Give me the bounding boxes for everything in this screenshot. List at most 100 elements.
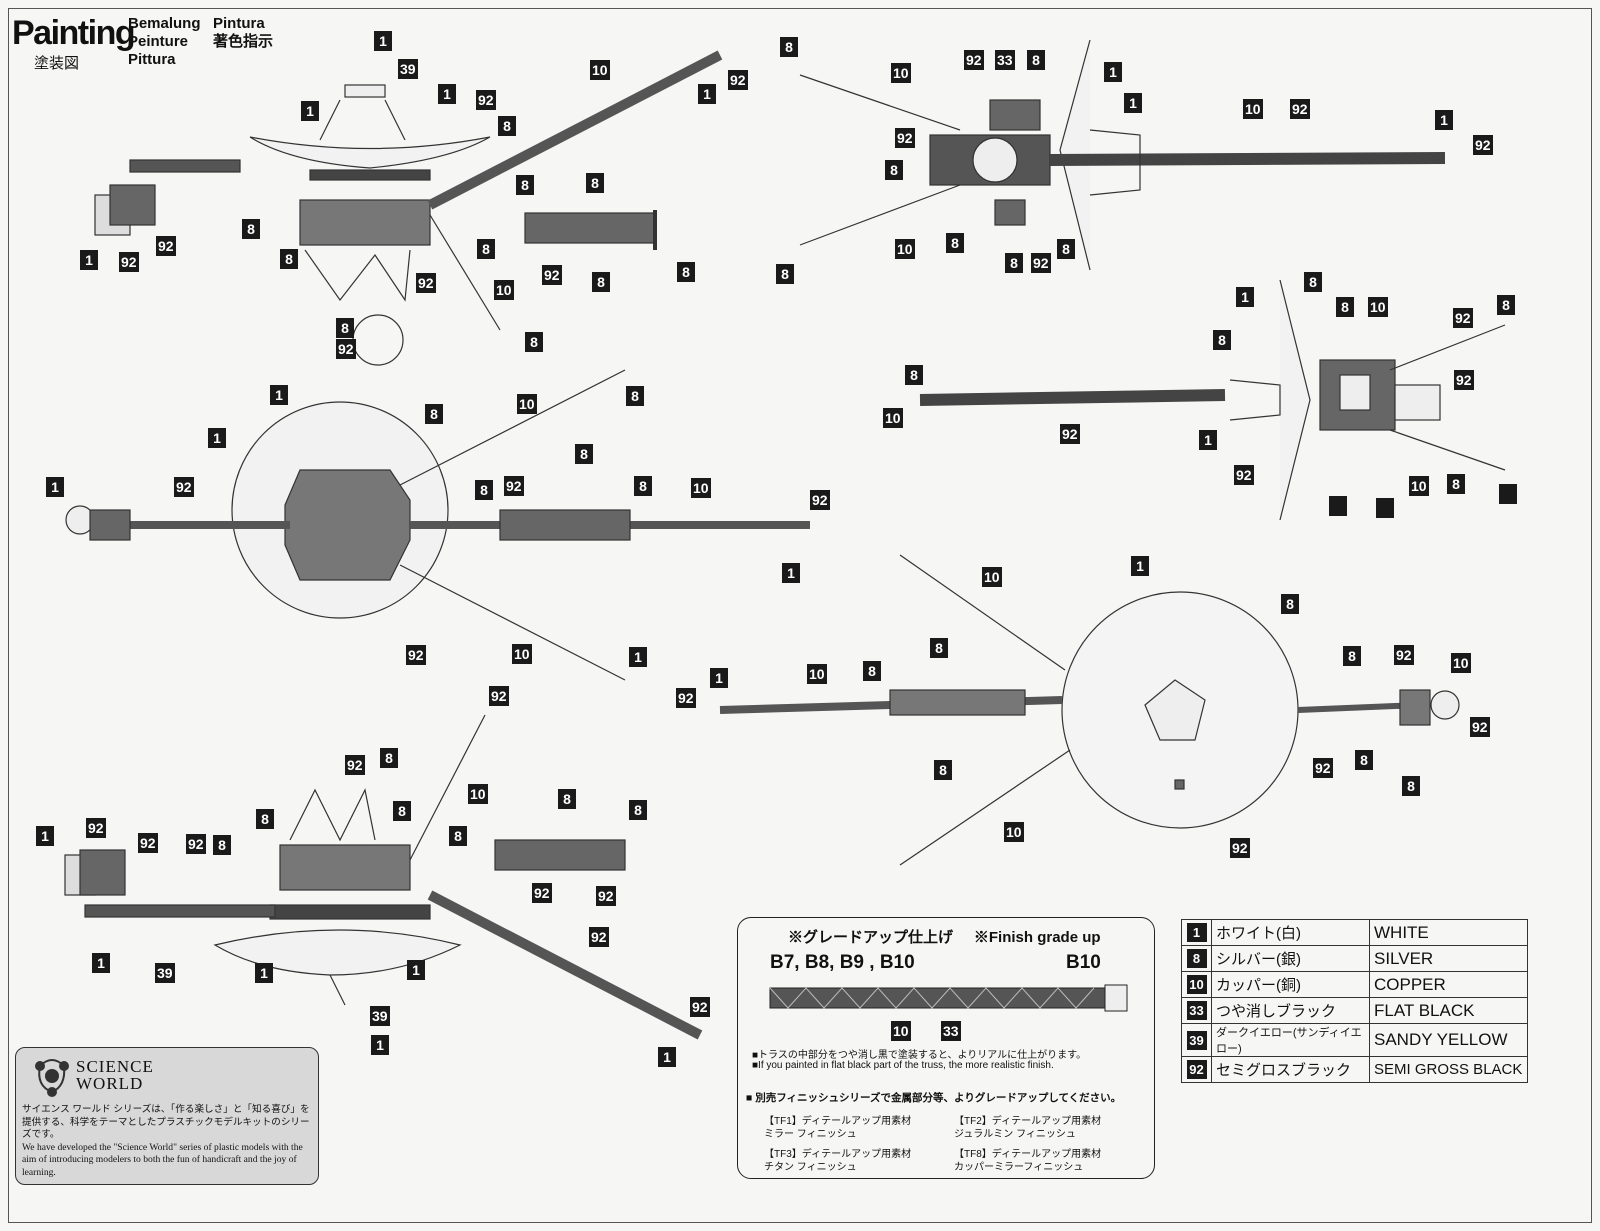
callout-tag: 8 [1343,646,1361,666]
instruction-sheet-border [8,8,1592,1223]
finish-grade-left-label: B7, B8, B9 , B10 [770,952,915,973]
callout-tag: 1 [36,826,54,846]
callout-tag: 10 [1368,297,1388,317]
callout-tag: 92 [345,755,365,775]
callout-tag: 92 [86,818,106,838]
callout-tag: 8 [336,318,354,338]
callout-tag: 1 [1104,62,1122,82]
callout-tag: 8 [575,444,593,464]
callout-tag: 8 [592,272,610,292]
truss-tag-flat-black: 33 [941,1021,961,1041]
callout-tag: 10 [1243,99,1263,119]
callout-tag: 92 [1290,99,1310,119]
callout-tag: 92 [1454,370,1474,390]
front-view-lower-right [719,554,1460,866]
callout-tag: 10 [691,478,711,498]
callout-tag: 92 [1473,135,1493,155]
callout-tag: 92 [156,236,176,256]
callout-tag: 10 [895,239,915,259]
science-world-description: サイエンス ワールド シリーズは、「作る楽しさ」と「知る喜び」を提供する、科学を… [22,1104,316,1180]
color-legend-table: 1 ホワイト(白) WHITE 8 シルバー(銀) SILVER 10 カッパー… [1181,919,1528,1083]
callout-tag: 92 [532,883,552,903]
callout-tag: 1 [371,1035,389,1055]
legend-number: 1 [1186,923,1207,942]
callout-tag: 8 [1402,776,1420,796]
legend-row: 33 つや消しブラック FLAT BLACK [1181,997,1528,1024]
legend-row: 39 ダークイエロー(サンディイエロー) SANDY YELLOW [1181,1023,1528,1057]
callout-tag: 1 [92,953,110,973]
legend-row: 1 ホワイト(白) WHITE [1181,919,1528,946]
callout-tag: 8 [1213,330,1231,350]
callout-tag: 10 [512,644,532,664]
callout-tag: 1 [1435,110,1453,130]
callout-tag: 8 [780,37,798,57]
finish-grade-box: ※グレードアップ仕上げ ※Finish grade up B7, B8, B9 … [737,917,1155,1179]
callout-tag: 10 [517,394,537,414]
tf2-item: 【TF2】ディテールアップ用素材 ジュラルミン フィニッシュ [954,1116,1102,1140]
legend-name-en: SEMI GROSS BLACK [1369,1056,1528,1083]
callout-tag: 33 [995,50,1015,70]
callout-tag: 10 [807,664,827,684]
callout-tag: 8 [1355,750,1373,770]
callout-tag: 1 [438,84,456,104]
legend-name-jp: ダークイエロー(サンディイエロー) [1211,1023,1370,1057]
callout-tag: 10 [982,567,1002,587]
legend-number: 33 [1186,1001,1207,1020]
callout-tag: 8 [629,800,647,820]
callout-tag: 92 [1230,838,1250,858]
truss-tag-copper: 10 [891,1021,911,1041]
finish-grade-heading: ※グレードアップ仕上げ ※Finish grade up [788,926,1101,947]
callout-tag: 8 [477,239,495,259]
callout-tag: 1 [374,31,392,51]
callout-tag: 8 [776,264,794,284]
legend-number: 92 [1186,1060,1207,1079]
callout-tag: 1 [407,960,425,980]
callout-tag: 8 [677,262,695,282]
callout-tag: 1 [1124,93,1142,113]
callout-tag: 8 [380,748,398,768]
callout-tag: 92 [1394,645,1414,665]
legend-row: 10 カッパー(銅) COPPER [1181,971,1528,998]
legend-name-jp: カッパー(銅) [1211,971,1370,998]
callout-tag [1329,496,1347,516]
legend-row: 8 シルバー(銀) SILVER [1181,945,1528,972]
callout-tag: 92 [489,686,509,706]
callout-tag: 8 [425,404,443,424]
subtitle-it: Pittura [128,51,176,68]
legend-name-en: SANDY YELLOW [1369,1023,1528,1057]
side-view-upper [94,50,723,366]
tf3-item: 【TF3】ディテールアップ用素材 チタン フィニッシュ [764,1149,912,1173]
callout-tag: 8 [930,638,948,658]
callout-tag: 1 [255,963,273,983]
science-world-atom-icon [35,1059,69,1097]
callout-tag: 8 [558,789,576,809]
legend-name-en: FLAT BLACK [1369,997,1528,1024]
callout-tag: 10 [1409,476,1429,496]
callout-tag: 92 [895,128,915,148]
callout-tag: 1 [658,1047,676,1067]
callout-tag: 8 [586,173,604,193]
callout-tag: 92 [1031,253,1051,273]
callout-tag: 92 [596,886,616,906]
callout-tag: 1 [270,385,288,405]
tf1-item: 【TF1】ディテールアップ用素材 ミラー フィニッシュ [764,1116,912,1140]
legend-name-en: WHITE [1369,919,1528,946]
callout-tag: 8 [905,365,923,385]
legend-name-en: SILVER [1369,945,1528,972]
callout-tag: 10 [1451,653,1471,673]
callout-tag: 92 [504,476,524,496]
callout-tag: 92 [964,50,984,70]
callout-tag: 1 [1236,287,1254,307]
callout-tag: 8 [449,826,467,846]
callout-tag: 39 [398,59,418,79]
callout-tag: 8 [1281,594,1299,614]
callout-tag: 8 [1005,253,1023,273]
legend-name-jp: ホワイト(白) [1211,919,1370,946]
callout-tag: 1 [710,668,728,688]
top-view-middle-left [65,369,810,681]
callout-tag: 92 [810,490,830,510]
subtitle-pt: Pintura [213,15,265,32]
legend-name-jp: セミグロスブラック [1211,1056,1370,1083]
callout-tag: 8 [1497,295,1515,315]
callout-tag: 10 [468,784,488,804]
